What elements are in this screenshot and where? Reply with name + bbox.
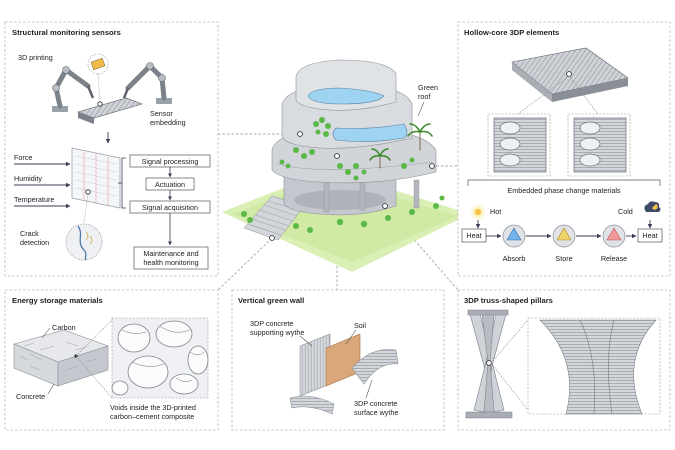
surface-wythe [351, 349, 399, 385]
soil-label: Soil [354, 321, 366, 330]
crack-zoom-circle [65, 223, 103, 261]
carbon-label: Carbon [52, 323, 76, 332]
window-band-top [307, 87, 385, 105]
panel-title: 3DP truss-shaped pillars [464, 296, 553, 305]
cold-label: Cold [618, 207, 633, 216]
heat-box-out [637, 228, 663, 243]
svg-text:Heat: Heat [466, 231, 481, 240]
input-force: Force [14, 153, 32, 162]
panel-truss-pillars: 3DP truss-shaped pillars [457, 289, 671, 431]
svg-text:Signal acquisition: Signal acquisition [142, 203, 198, 212]
svg-text:Signal processing: Signal processing [142, 157, 199, 166]
panel-structural-monitoring: Structural monitoring sensors 3D printin… [4, 21, 219, 277]
window-band-upper [332, 123, 408, 142]
sun-icon [475, 209, 481, 215]
crack-label: Crack [20, 229, 39, 238]
voids-label: Voids inside the 3D-printed [110, 403, 196, 412]
callout-dot-sensors [297, 131, 303, 137]
svg-text:health monitoring: health monitoring [143, 258, 198, 267]
pcm-absorb [502, 224, 526, 248]
panel-title: Hollow-core 3DP elements [464, 28, 559, 37]
connector-energy [217, 237, 273, 291]
input-temperature: Temperature [14, 195, 54, 204]
embedding-label: embedding [150, 118, 186, 127]
robot-arm-right [122, 62, 172, 104]
green-roof-label-2: roof [418, 92, 430, 101]
panel-frame [4, 21, 219, 277]
svg-text:Maintenance and: Maintenance and [143, 249, 198, 258]
absorb-label: Absorb [503, 254, 526, 263]
palm-trees [369, 123, 433, 169]
store-label: Store [555, 254, 572, 263]
hot-label: Hot [490, 207, 501, 216]
panel-hollow-core: Hollow-core 3DP elements Embedded phase … [457, 21, 671, 277]
svg-text:Heat: Heat [642, 231, 657, 240]
input-humidity: Humidity [14, 174, 42, 183]
callout-dot-truss [382, 203, 388, 209]
printed-beam-side [78, 112, 94, 124]
sensor-label: Sensor [150, 109, 173, 118]
panel-vertical-green-wall: Vertical green wall 3DP concrete support… [231, 289, 445, 431]
printing-label: 3D printing [18, 53, 53, 62]
pcm-store [552, 224, 576, 248]
supporting-label-2: supporting wythe [250, 328, 304, 337]
pcm-label: Embedded phase change materials [507, 186, 620, 195]
release-label: Release [601, 254, 627, 263]
callout-dot-hollow [429, 163, 435, 169]
surface-label: 3DP concrete [354, 399, 397, 408]
surface-label-2: surface wythe [354, 408, 398, 417]
moon-cloud-icon [644, 201, 661, 212]
voids-label-2: carbon–cement composite [110, 412, 194, 421]
panel-title: Structural monitoring sensors [12, 28, 121, 37]
callout-dot-wall [334, 153, 340, 159]
building-greenery [241, 117, 445, 233]
green-roof-label: Green [418, 83, 438, 92]
pcm-release [602, 224, 626, 248]
callout-dot-energy [269, 235, 275, 241]
central-building: Green roof [222, 59, 470, 272]
svg-text:Actuation: Actuation [155, 180, 185, 189]
box-maintenance [133, 246, 209, 270]
panel-title: Energy storage materials [12, 296, 103, 305]
panel-energy-storage: Energy storage materials Carbon Concrete [4, 289, 219, 431]
heat-box-in [461, 228, 487, 243]
detection-label: detection [20, 238, 49, 247]
panel-title: Vertical green wall [238, 296, 304, 305]
robot-arm-left [52, 66, 95, 112]
crack-line [77, 225, 87, 261]
concrete-label: Concrete [16, 392, 45, 401]
callout-dot [97, 101, 103, 107]
supporting-label: 3DP concrete [250, 319, 293, 328]
